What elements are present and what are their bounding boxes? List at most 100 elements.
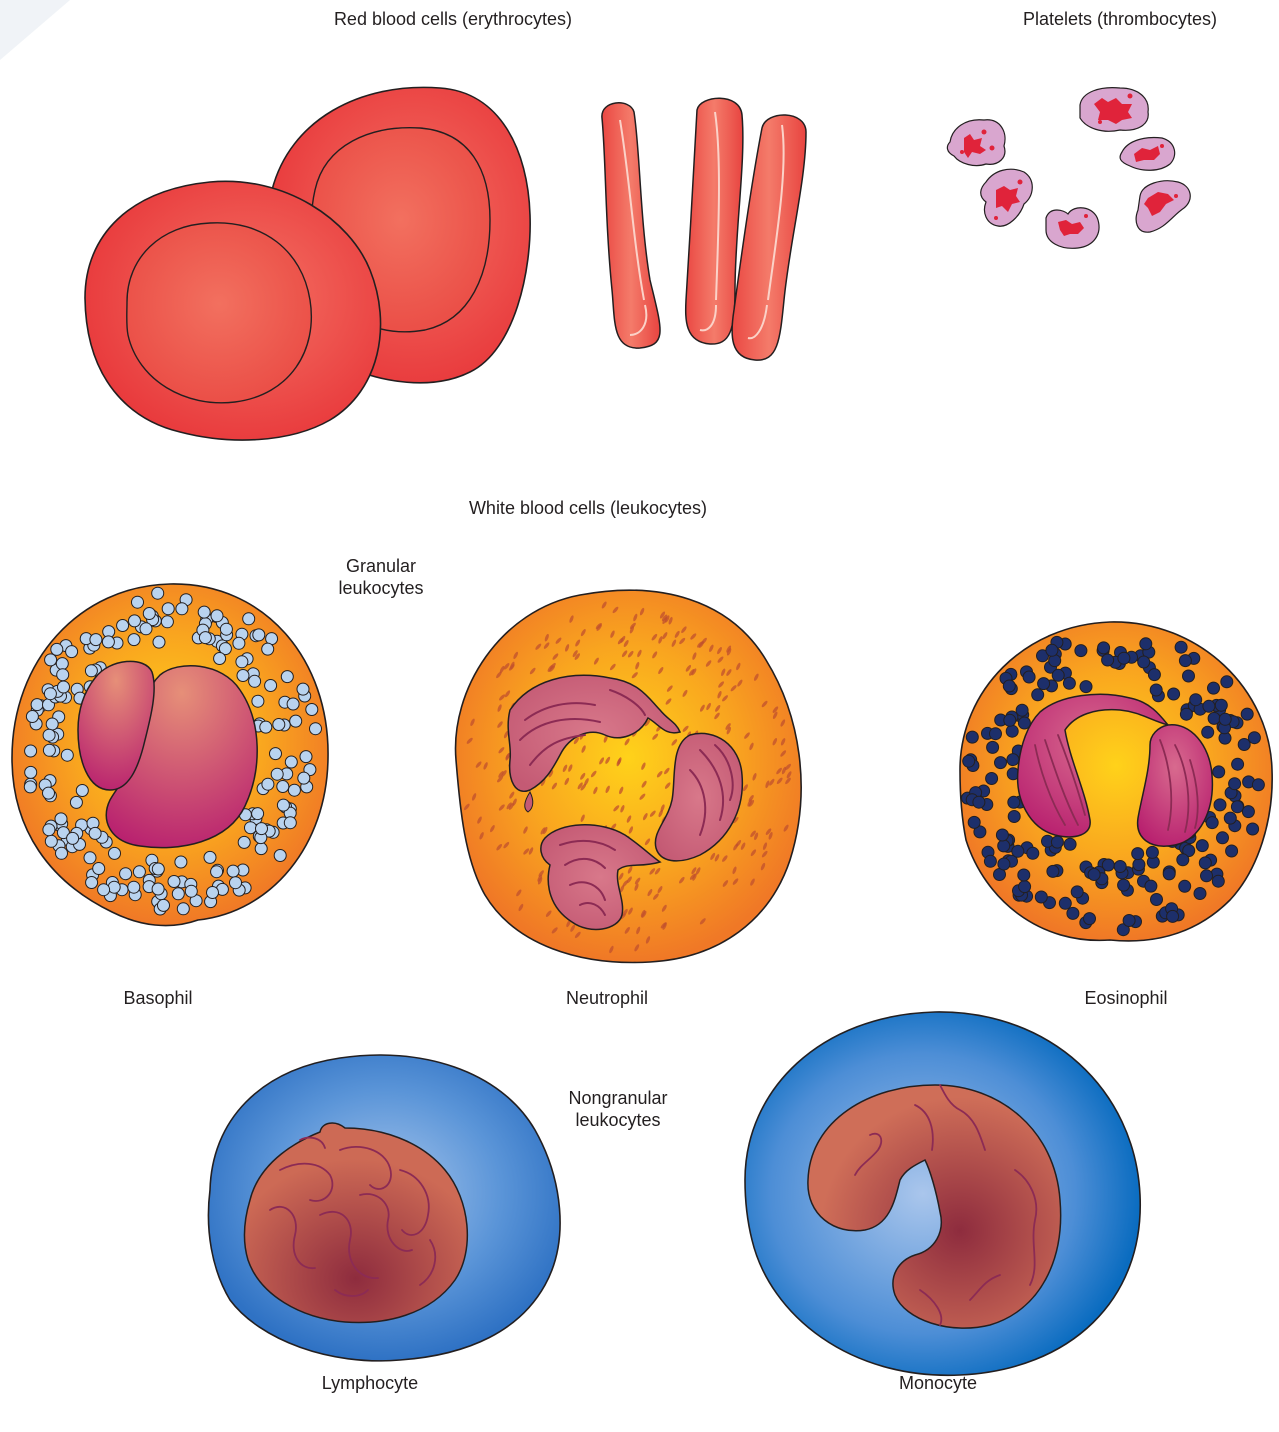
basophil-granule [236, 656, 248, 668]
basophil-granule [227, 865, 239, 877]
corner-decoration [0, 0, 70, 60]
basophil-granule [253, 629, 265, 641]
basophil-granule [44, 688, 56, 700]
basophil-granule [233, 637, 245, 649]
eosinophil-granule [968, 816, 980, 828]
eosinophil-granule [1175, 641, 1187, 653]
label-lymphocyte: Lymphocyte [290, 1372, 450, 1394]
eosinophil-granule [1063, 677, 1075, 689]
eosinophil-granule [1163, 868, 1175, 880]
eosinophil-granule [1208, 712, 1220, 724]
basophil-granule [31, 699, 43, 711]
basophil-granule [207, 887, 219, 899]
eosinophil-granule [1179, 655, 1191, 667]
eosinophil-granule [1032, 689, 1044, 701]
eosinophil-granule [1194, 888, 1206, 900]
basophil-granule [25, 766, 37, 778]
eosinophil-granule [1150, 684, 1162, 696]
eosinophil-granule [1238, 739, 1250, 751]
basophil-granule [298, 772, 310, 784]
eosinophil-granule [1088, 869, 1100, 881]
eosinophil-granule [1213, 766, 1225, 778]
eosinophil-granule [1035, 891, 1047, 903]
lymphocyte-cell [208, 1055, 560, 1361]
label-monocyte: Monocyte [858, 1372, 1018, 1394]
eosinophil-granule [1226, 845, 1238, 857]
eosinophil-granule [1047, 865, 1059, 877]
basophil-granule [271, 768, 283, 780]
eosinophil-granule [1215, 699, 1227, 711]
eosinophil-granule [1206, 817, 1218, 829]
basophil-granule [58, 681, 70, 693]
basophil-granule [185, 885, 197, 897]
basophil-granule [285, 756, 297, 768]
basophil-granule [265, 680, 277, 692]
basophil-granule [120, 868, 132, 880]
eosinophil-granule [1118, 879, 1130, 891]
basophil-granule [310, 723, 322, 735]
basophil-granule [67, 832, 79, 844]
label-nongranular-leukocytes: Nongranular leukocytes [538, 1087, 698, 1131]
eosinophil-granule [1148, 669, 1160, 681]
basophil-granule [277, 781, 289, 793]
basophil-granule [109, 847, 121, 859]
eosinophil-granule [973, 796, 985, 808]
monocyte-cell [745, 1012, 1140, 1375]
basophil-granule [152, 863, 164, 875]
eosinophil-granule [987, 741, 999, 753]
eosinophil-granule [1202, 726, 1214, 738]
basophil-granule [132, 596, 144, 608]
eosinophil-granule [1046, 644, 1058, 656]
eosinophil-granule [1219, 713, 1231, 725]
basophil-granule [61, 749, 73, 761]
eosinophil-granule [986, 773, 998, 785]
eosinophil-granule [1098, 642, 1110, 654]
eosinophil-cell [960, 622, 1272, 941]
basophil-granule [25, 745, 37, 757]
eosinophil-granule [1067, 907, 1079, 919]
basophil-granule [152, 587, 164, 599]
basophil-granule [243, 613, 255, 625]
platelet-6 [1136, 181, 1190, 232]
eosinophil-granule [1167, 910, 1179, 922]
eosinophil-granule [1180, 708, 1192, 720]
eosinophil-granule [1084, 913, 1096, 925]
basophil-granule [255, 843, 267, 855]
basophil-granule [46, 718, 58, 730]
eosinophil-granule [1203, 700, 1215, 712]
eosinophil-granule [963, 755, 975, 767]
basophil-granule [297, 683, 309, 695]
eosinophil-granule [1052, 669, 1064, 681]
basophil-granule [143, 608, 155, 620]
eosinophil-granule [1023, 671, 1035, 683]
eosinophil-granule [1221, 676, 1233, 688]
basophil-granule [162, 603, 174, 615]
label-red-blood-cells: Red blood cells (erythrocytes) [253, 8, 653, 30]
basophil-cell [12, 584, 328, 926]
basophil-granule [89, 827, 101, 839]
basophil-granule [93, 863, 105, 875]
basophil-granule [172, 888, 184, 900]
platelet-1 [947, 120, 1005, 166]
basophil-granule [24, 781, 36, 793]
label-platelets: Platelets (thrombocytes) [980, 8, 1260, 30]
basophil-granule [168, 876, 180, 888]
eosinophil-granule [1201, 870, 1213, 882]
basophil-granule [56, 847, 68, 859]
basophil-granule [26, 711, 38, 723]
basophil-granule [70, 796, 82, 808]
eosinophil-granule [1080, 681, 1092, 693]
basophil-granule [76, 785, 88, 797]
basophil-granule [90, 634, 102, 646]
basophil-granule [57, 669, 69, 681]
basophil-granule [260, 721, 272, 733]
eosinophil-granule [1214, 799, 1226, 811]
basophil-granule [56, 658, 68, 670]
basophil-granule [128, 634, 140, 646]
platelet-3 [1120, 138, 1175, 171]
basophil-granule [102, 636, 114, 648]
basophil-granule [43, 744, 55, 756]
eosinophil-granule [1064, 838, 1076, 850]
basophil-granule [153, 636, 165, 648]
